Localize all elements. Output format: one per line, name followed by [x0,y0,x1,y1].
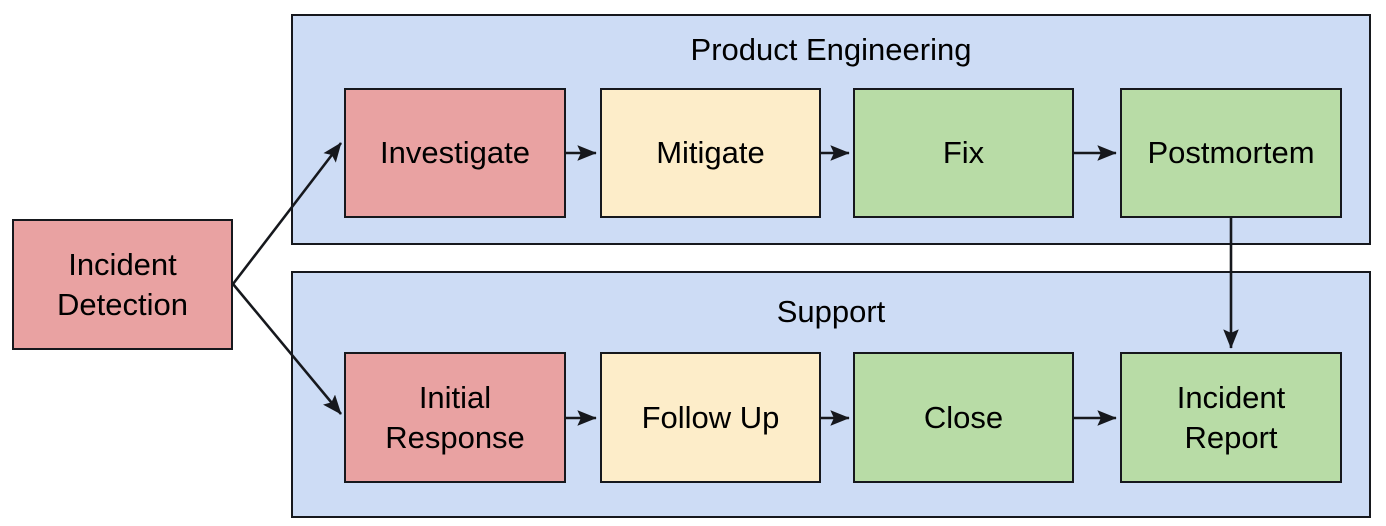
node-investigate[interactable]: Investigate [344,88,566,218]
node-initial-response[interactable]: Initial Response [344,352,566,483]
swimlane-title-product-engineering: Product Engineering [690,32,972,67]
node-fix[interactable]: Fix [853,88,1074,218]
node-label-incident-detection: Incident Detection [57,246,188,322]
node-label-investigate: Investigate [380,135,530,170]
node-label-incident-report: Incident Report [1176,379,1286,455]
node-label-postmortem: Postmortem [1147,135,1315,170]
node-incident-detection[interactable]: Incident Detection [12,219,233,350]
node-label-follow-up: Follow Up [641,399,780,435]
node-label-fix: Fix [942,135,985,170]
node-follow-up[interactable]: Follow Up [600,352,821,483]
node-close[interactable]: Close [853,352,1074,483]
swimlane-title-support: Support [776,294,886,329]
node-label-initial-response: Initial Response [385,379,525,455]
node-incident-report[interactable]: Incident Report [1120,352,1342,483]
node-postmortem[interactable]: Postmortem [1120,88,1342,218]
node-mitigate[interactable]: Mitigate [600,88,821,218]
node-label-mitigate: Mitigate [656,135,765,170]
node-label-close: Close [923,399,1004,435]
